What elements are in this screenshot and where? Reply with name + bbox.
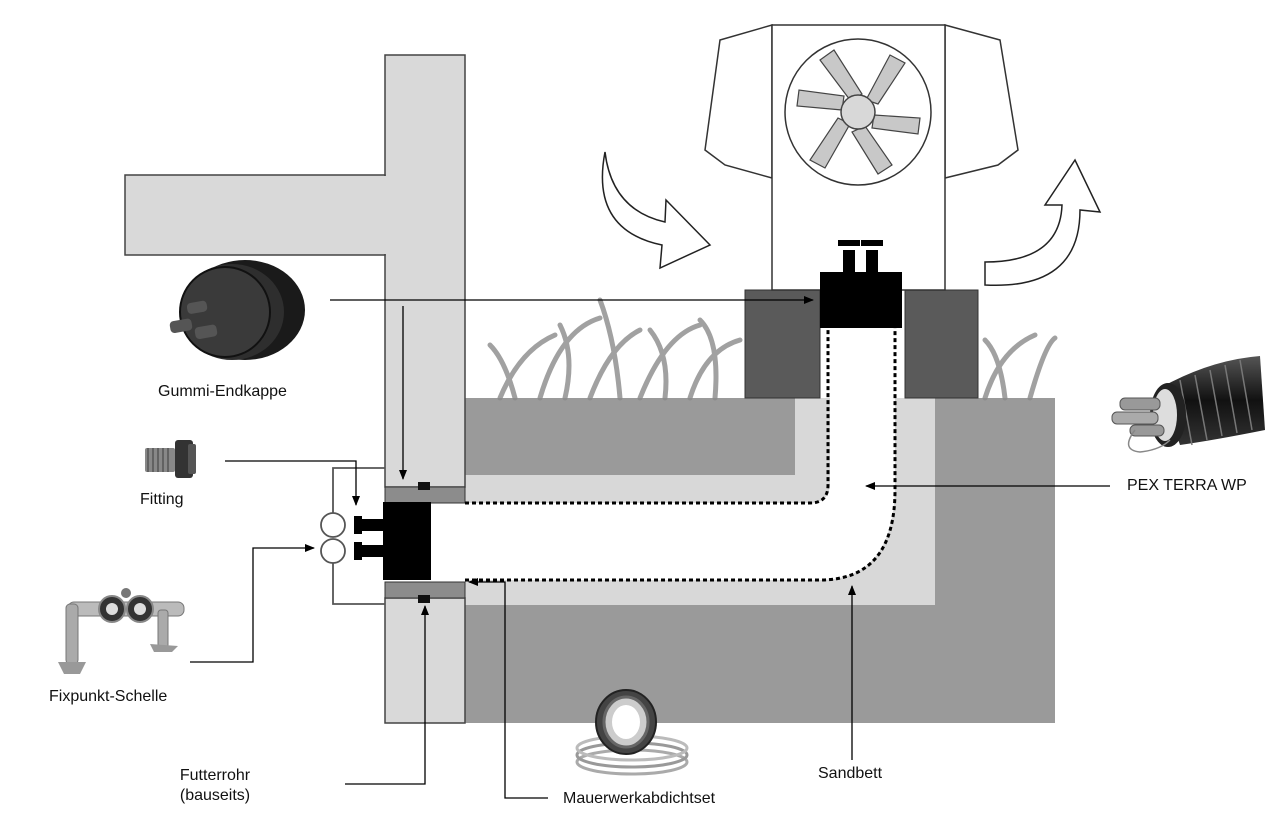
wall-seal-kit-photo-icon: [575, 689, 689, 776]
outdoor-end-cap: [820, 240, 902, 328]
pex-pipe-photo-icon: [1111, 356, 1265, 453]
air-outlet-arrow-icon: [984, 158, 1102, 287]
label-sandbett: Sandbett: [818, 765, 883, 782]
label-futterrohr-line1: Futterrohr: [179, 767, 251, 784]
fixpoint-clamp-photo-icon: [58, 588, 185, 674]
sleeve-pipe: [384, 482, 466, 603]
indoor-end-cap: [354, 502, 431, 580]
label-fitting: Fitting: [140, 491, 184, 508]
label-pex-terra-wp: PEX TERRA WP: [1127, 477, 1247, 494]
label-fixpunkt-schelle: Fixpunkt-Schelle: [49, 688, 168, 705]
fixpoint-clamp-outline: [320, 467, 385, 605]
heat-pump-foundation: [744, 289, 979, 399]
label-futterrohr: Futterrohr (bauseits): [160, 766, 270, 806]
label-gummi-endkappe: Gummi-Endkappe: [158, 383, 287, 400]
fitting-photo-icon: [145, 440, 196, 478]
grass-icon: [487, 297, 1058, 401]
air-intake-arrow-icon: [601, 151, 712, 270]
fan-icon: [784, 38, 932, 186]
label-futterrohr-line2: (bauseits): [179, 787, 251, 804]
label-mauerwerkabdichtset: Mauerwerkabdichtset: [563, 790, 716, 807]
rubber-end-cap-photo-icon: [169, 260, 305, 360]
leader-lines: [190, 296, 1110, 799]
pex-pipe: [465, 328, 897, 582]
